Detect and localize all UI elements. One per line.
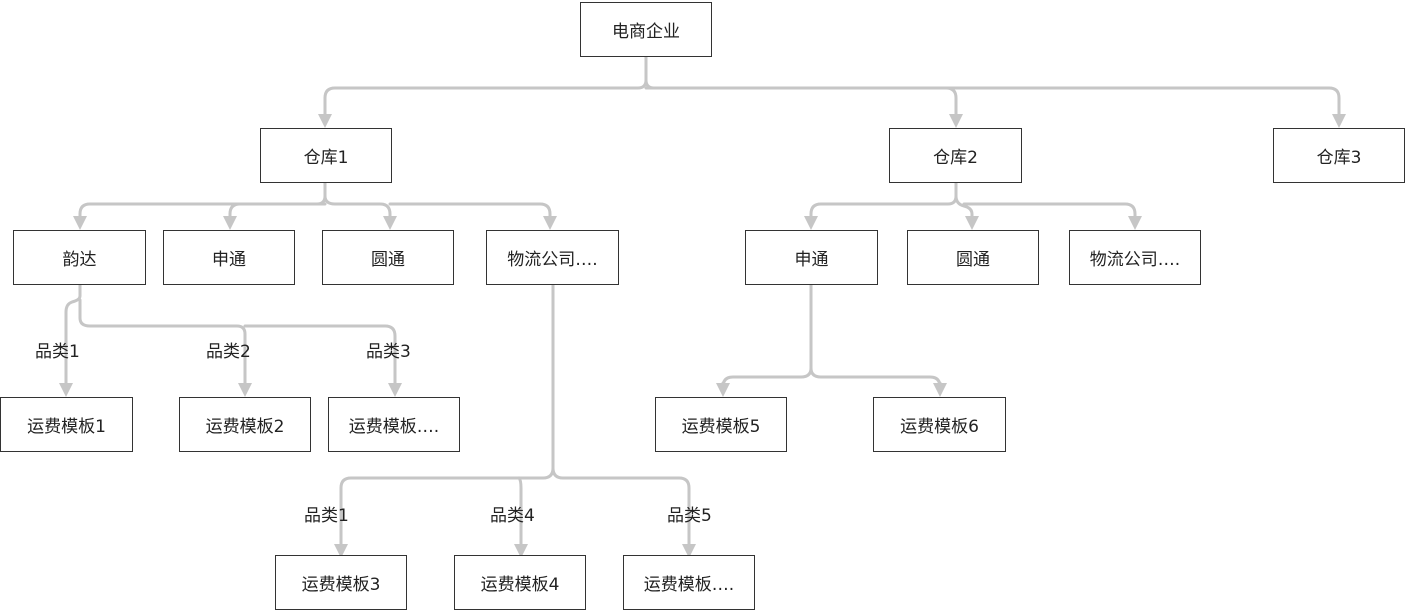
edge-yunda-template-1 bbox=[64, 283, 82, 385]
arrow-template-6 bbox=[933, 383, 947, 397]
node-template-6: 运费模板6 bbox=[873, 397, 1006, 452]
node-template-more-1: 运费模板…. bbox=[328, 397, 460, 452]
edge-w2-yuantong bbox=[954, 194, 974, 218]
arrow-template-3 bbox=[334, 544, 348, 558]
arrow-w1-yunda bbox=[73, 216, 87, 230]
edge-w1-shentong bbox=[228, 202, 327, 218]
edge-w1-yuantong bbox=[323, 194, 392, 218]
node-w2-shentong: 申通 bbox=[745, 230, 878, 285]
edge-label-other-category-1: 品类1 bbox=[304, 506, 349, 526]
node-template-5: 运费模板5 bbox=[655, 397, 787, 452]
arrow-warehouse-3 bbox=[1332, 114, 1346, 128]
node-w2-other-courier: 物流公司…. bbox=[1069, 230, 1201, 285]
node-warehouse-2: 仓库2 bbox=[889, 128, 1022, 183]
node-w1-yuantong: 圆通 bbox=[322, 230, 454, 285]
edge-yunda-template-more-1 bbox=[243, 324, 397, 385]
node-root: 电商企业 bbox=[580, 2, 712, 57]
arrow-template-more-1 bbox=[388, 383, 402, 397]
edge-label-yunda-category-2: 品类2 bbox=[206, 342, 251, 362]
edge-other-template-4 bbox=[517, 476, 523, 546]
node-template-1: 运费模板1 bbox=[0, 397, 133, 452]
node-template-4: 运费模板4 bbox=[454, 555, 586, 610]
node-warehouse-3: 仓库3 bbox=[1273, 128, 1405, 183]
edge-w2-shentong-template-6 bbox=[809, 366, 942, 389]
arrow-w2-shentong bbox=[804, 216, 818, 230]
edge-root-warehouse-2 bbox=[644, 55, 958, 116]
edge-w2-shentong-template-5 bbox=[721, 283, 813, 389]
edge-label-other-category-4: 品类4 bbox=[490, 506, 535, 526]
edge-label-yunda-category-3: 品类3 bbox=[366, 342, 411, 362]
arrow-warehouse-2 bbox=[949, 114, 963, 128]
edge-yunda-template-2 bbox=[78, 298, 247, 385]
arrow-template-5 bbox=[716, 383, 730, 397]
node-template-2: 运费模板2 bbox=[179, 397, 311, 452]
edge-w2-other bbox=[962, 202, 1137, 218]
edge-w2-shentong bbox=[809, 181, 958, 218]
arrow-w2-other bbox=[1128, 216, 1142, 230]
node-w1-other-courier: 物流公司…. bbox=[486, 230, 619, 285]
edge-w1-yunda bbox=[78, 181, 327, 218]
edge-root-warehouse-1 bbox=[323, 55, 648, 116]
edge-other-template-more-2 bbox=[551, 466, 691, 546]
arrow-w2-yuantong bbox=[965, 216, 979, 230]
node-warehouse-1: 仓库1 bbox=[260, 128, 392, 183]
node-w2-yuantong: 圆通 bbox=[907, 230, 1039, 285]
arrow-warehouse-1 bbox=[318, 114, 332, 128]
edge-label-other-category-5: 品类5 bbox=[667, 506, 712, 526]
edge-root-warehouse-3 bbox=[644, 86, 1341, 116]
node-w1-yunda: 韵达 bbox=[13, 230, 146, 285]
node-w1-shentong: 申通 bbox=[163, 230, 295, 285]
node-template-3: 运费模板3 bbox=[275, 555, 407, 610]
arrow-w1-yuantong bbox=[383, 216, 397, 230]
arrow-template-2 bbox=[238, 383, 252, 397]
edge-w1-other bbox=[388, 202, 552, 218]
arrow-template-more-2 bbox=[682, 544, 696, 558]
edge-label-yunda-category-1: 品类1 bbox=[35, 342, 80, 362]
node-template-more-2: 运费模板…. bbox=[623, 555, 755, 610]
arrow-template-4 bbox=[514, 544, 528, 558]
arrow-w1-other bbox=[543, 216, 557, 230]
arrow-w1-shentong bbox=[223, 216, 237, 230]
arrow-template-1 bbox=[59, 383, 73, 397]
